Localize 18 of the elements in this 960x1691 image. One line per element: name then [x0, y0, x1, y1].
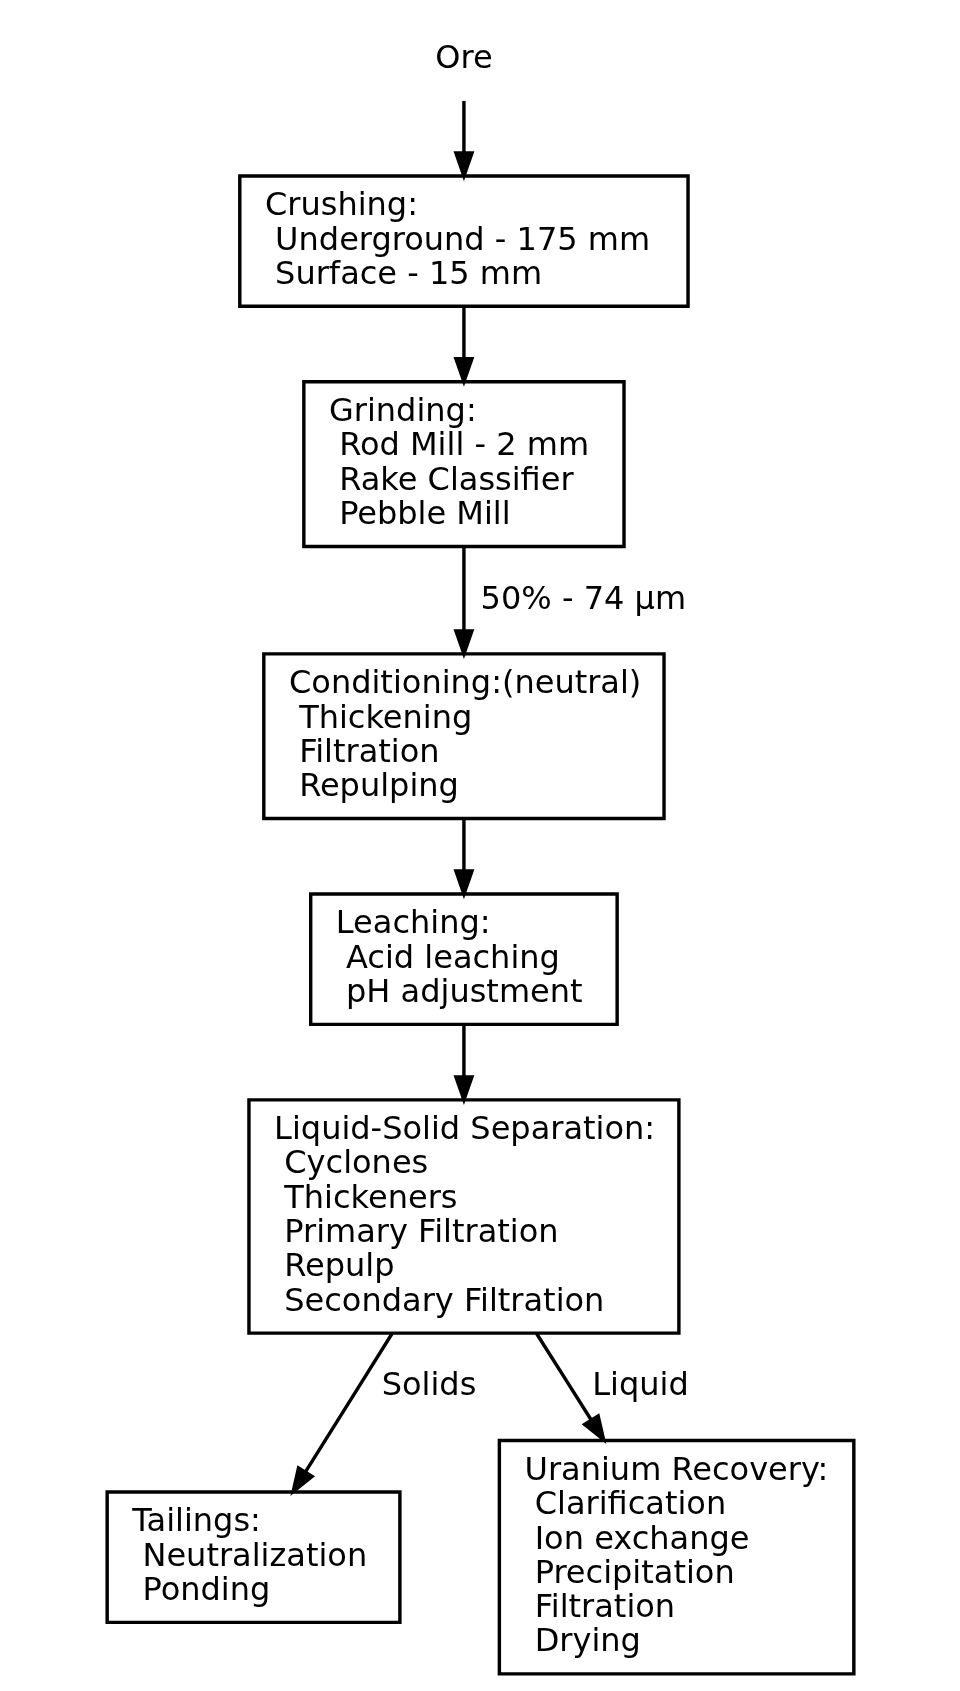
node-box: Crushing: Underground - 175 mm Surface - 15 mm — [237, 173, 690, 308]
node-box: Conditioning:(neutral) Thickening Filtration Repulping — [261, 651, 666, 820]
node-box: Leaching: Acid leaching pH adjustment — [308, 891, 619, 1026]
edge-label: Solids — [381, 1364, 476, 1403]
node-box: Grinding: Rod Mill - 2 mm Rake Classifier Pebble Mill — [301, 379, 626, 548]
arrow — [453, 306, 474, 387]
arrow — [453, 100, 474, 181]
node-box: Uranium Recovery: Clarification Ion exchange Precipitation Filtration Drying — [497, 1438, 856, 1676]
edge-label: 50% - 74 µm — [480, 578, 686, 617]
arrow — [453, 1024, 474, 1105]
arrow — [289, 1332, 394, 1496]
arrow — [534, 1332, 606, 1444]
arrow — [453, 546, 474, 659]
node-box: Tailings: Neutralization Ponding — [104, 1489, 402, 1624]
edge-label: Liquid — [591, 1364, 689, 1403]
arrow — [453, 818, 474, 899]
node-box: Liquid-Solid Separation: Cyclones Thickeners Primary Filtration Repulp Secondary Filtration — [246, 1097, 681, 1335]
node-text: Ore — [434, 37, 493, 76]
